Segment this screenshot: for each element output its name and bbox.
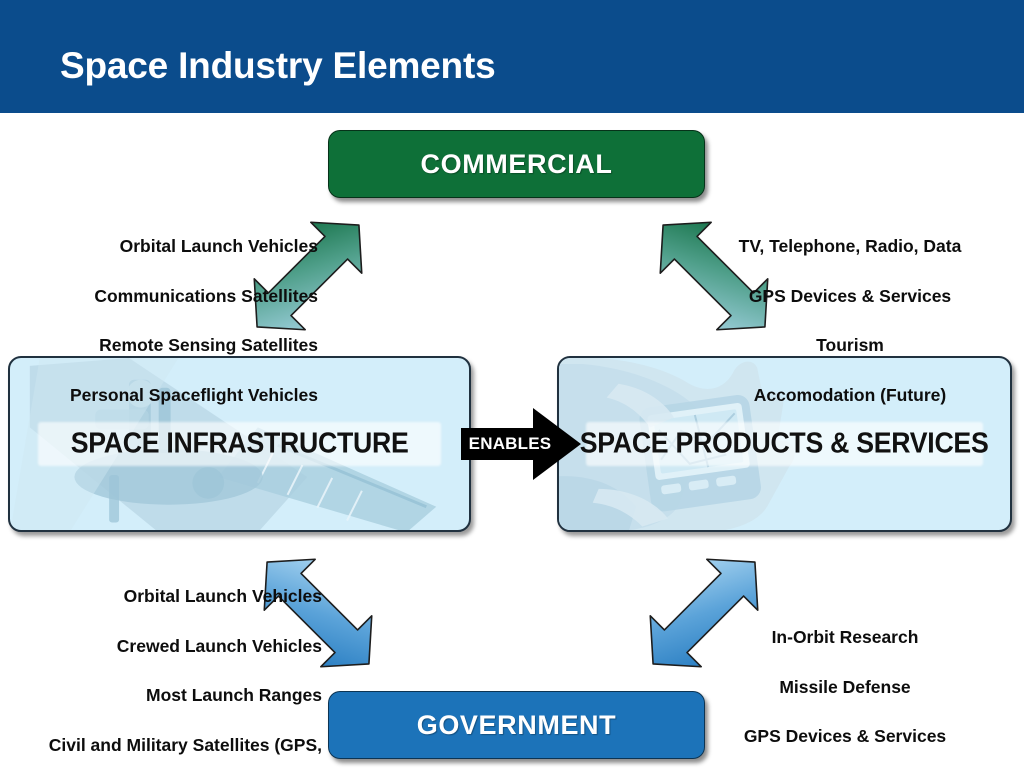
node-commercial[interactable]: COMMERCIAL [328,130,705,198]
annotation-commercial-infrastructure: Orbital Launch Vehicles Communications S… [0,209,318,433]
annotation-line: Civil and Military Satellites (GPS, [48,734,322,755]
node-space-products-services-label-wrap: SPACE PRODUCTS & SERVICES [559,428,1010,461]
node-government-label: GOVERNMENT [416,709,617,740]
title-band [0,0,1024,113]
annotation-commercial-products: TV, Telephone, Radio, Data GPS Devices &… [700,209,1000,433]
node-space-infrastructure[interactable]: SPACE INFRASTRUCTURE [8,356,471,532]
annotation-line: Most Launch Ranges [146,685,322,706]
label-backdrop-products [586,422,983,466]
arrow-government-products [649,558,759,668]
title-band-underline [0,113,1024,116]
annotation-line: Orbital Launch Vehicles [119,235,318,256]
enables-right-arrow-icon [461,408,581,480]
annotation-line: Accomodation (Future) [753,384,947,405]
node-space-infrastructure-label: SPACE INFRASTRUCTURE [70,427,409,460]
annotation-line: Crewed Launch Vehicles [116,635,322,656]
arrow-government-infrastructure [263,558,373,668]
annotation-line: GPS Devices & Services [743,726,947,747]
annotation-line: Orbital Launch Vehicles [123,585,322,606]
node-space-products-services-label: SPACE PRODUCTS & SERVICES [580,427,989,460]
annotation-line: Personal Spaceflight Vehicles [69,384,318,405]
annotation-line: Communications Satellites [94,285,318,306]
page-title: Space Industry Elements [60,45,496,86]
annotation-government-infrastructure: Orbital Launch Vehicles Crewed Launch Ve… [0,559,322,768]
node-space-products-services[interactable]: SPACE PRODUCTS & SERVICES [557,356,1012,532]
node-space-infrastructure-label-wrap: SPACE INFRASTRUCTURE [10,428,469,461]
label-backdrop-infrastructure [37,422,442,466]
annotation-line: Remote Sensing Satellites [99,335,318,356]
annotation-government-products: In-Orbit Research Missile Defense GPS De… [700,600,990,768]
annotation-line: In-Orbit Research [771,626,919,647]
node-commercial-label: COMMERCIAL [420,148,613,179]
annotation-line: Tourism [816,335,884,356]
annotation-line: TV, Telephone, Radio, Data [738,235,962,256]
annotation-line: GPS Devices & Services [748,285,952,306]
annotation-line: Missile Defense [779,676,911,697]
arrow-commercial-infrastructure [253,221,363,331]
node-government[interactable]: GOVERNMENT [328,691,705,759]
arrow-commercial-products [659,221,769,331]
